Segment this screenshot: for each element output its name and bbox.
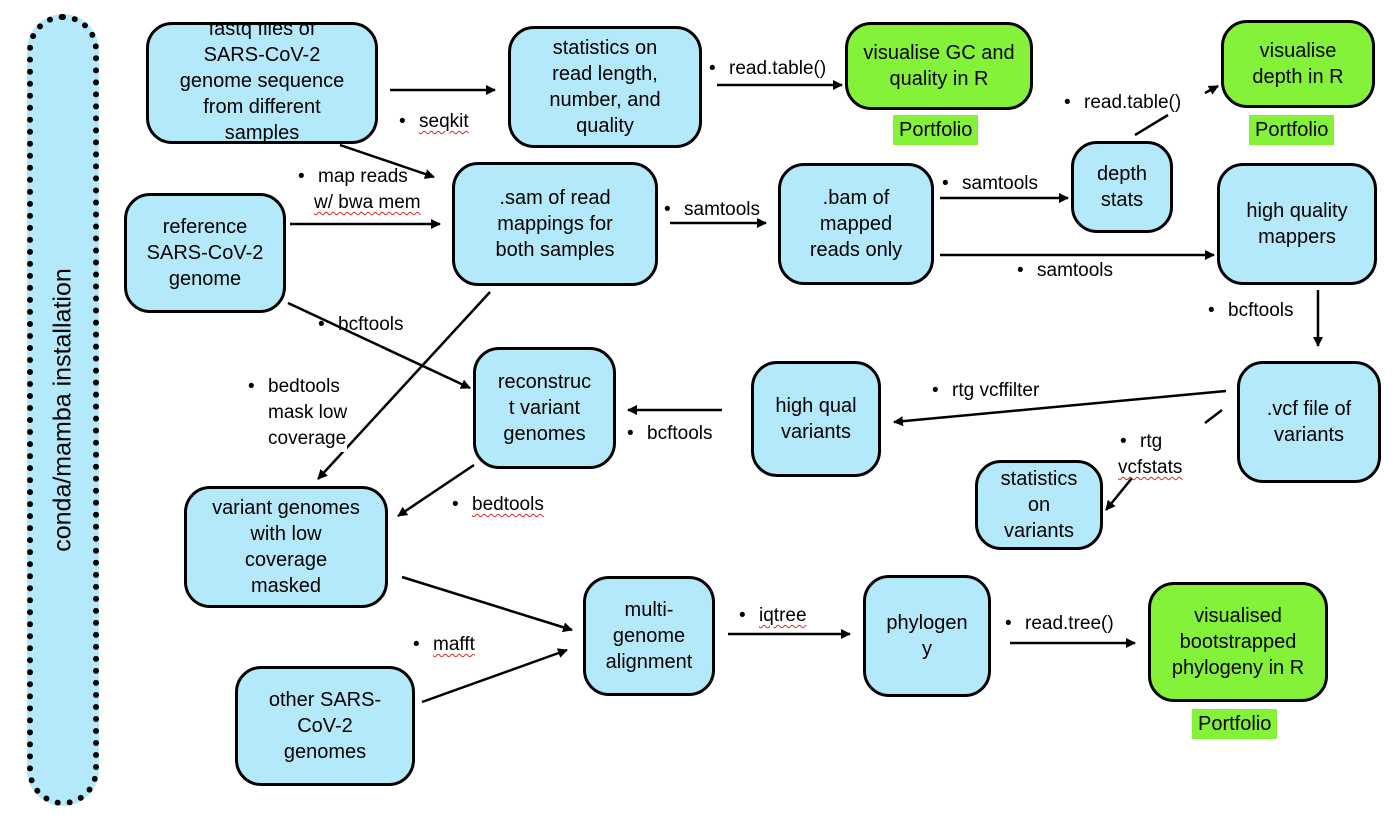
edge-label-samtools-hq: samtools bbox=[1017, 258, 1113, 284]
node-variant-genomes-text: variant genomes with low coverage masked bbox=[212, 497, 360, 597]
node-other-genomes: other SARS- CoV-2 genomes bbox=[235, 666, 415, 786]
node-sam-text: .sam of read mappings for both samples bbox=[495, 187, 615, 261]
portfolio-badge-depth: Portfolio bbox=[1249, 115, 1335, 145]
arrow-reconstruct-variantgenomes bbox=[397, 463, 475, 518]
edge-label-rtg-vcffilter-text: rtg vcffilter bbox=[952, 380, 1040, 401]
node-other-genomes-text: other SARS- CoV-2 genomes bbox=[268, 689, 382, 763]
node-variant-statistics: statistics on variants bbox=[975, 460, 1103, 550]
edge-label-readtable-gc: read.table() bbox=[709, 56, 826, 82]
edge-label-mafft: mafft bbox=[413, 632, 475, 658]
edge-label-rtg-vcffilter: rtg vcffilter bbox=[932, 378, 1040, 404]
node-sam-mappings: .sam of read mappings for both samples bbox=[452, 162, 658, 286]
edge-label-bwa-mem: w/ bwa mem bbox=[314, 190, 421, 216]
portfolio-badge-phylogeny: Portfolio bbox=[1192, 709, 1278, 739]
edge-label-samtools-sam-bam: samtools bbox=[664, 197, 760, 223]
node-reconstruct-text: reconstruc t variant genomes bbox=[497, 371, 592, 445]
node-reference-genome: reference SARS-CoV-2 genome bbox=[124, 193, 286, 313]
node-visualise-gc-text: visualise GC and quality in R bbox=[863, 42, 1015, 90]
node-fastq-text: fastq files of SARS-CoV-2 genome sequenc… bbox=[179, 22, 345, 144]
node-reference-text: reference SARS-CoV-2 genome bbox=[146, 216, 264, 290]
edge-label-iqtree-text: iqtree bbox=[759, 605, 807, 626]
node-read-statistics-text: statistics on read length, number, and q… bbox=[549, 37, 661, 137]
arrow-variantgenomes-alignment bbox=[401, 575, 573, 633]
node-vcf-file: .vcf file of variants bbox=[1237, 361, 1381, 483]
edge-label-seqkit: seqkit bbox=[399, 109, 469, 135]
arrow-vcf-hqvariants bbox=[893, 389, 1227, 427]
edge-label-bcftools-vcf: bcftools bbox=[1208, 298, 1294, 324]
arrow-depth-visdepth-b bbox=[1204, 84, 1219, 95]
node-depth-stats-text: depth stats bbox=[1096, 163, 1148, 211]
node-vcf-text: .vcf file of variants bbox=[1266, 398, 1352, 446]
portfolio-badge-gc: Portfolio bbox=[893, 115, 979, 145]
edge-label-mafft-text: mafft bbox=[433, 634, 475, 655]
node-visualise-depth: visualise depth in R bbox=[1221, 20, 1375, 108]
node-bam-text: .bam of mapped reads only bbox=[809, 187, 903, 261]
node-hq-mappers-text: high quality mappers bbox=[1246, 200, 1348, 248]
edge-label-seqkit-text: seqkit bbox=[419, 111, 469, 132]
arrow-depth-visdepth-a bbox=[1134, 113, 1169, 137]
arrow-vcf-statsvariants-a bbox=[1204, 409, 1223, 424]
edge-label-bcftools-ref: bcftools bbox=[318, 312, 404, 338]
node-visualise-depth-text: visualise depth in R bbox=[1252, 40, 1344, 88]
node-multi-genome-alignment: multi- genome alignment bbox=[583, 576, 715, 696]
node-visualised-phylogeny: visualised bootstrapped phylogeny in R bbox=[1148, 582, 1328, 702]
arrow-vcf-statsvariants-b bbox=[1105, 477, 1133, 511]
edge-label-vcfstats-text: vcfstats bbox=[1118, 457, 1183, 478]
arrow-fastq-sam bbox=[339, 143, 435, 179]
edge-label-rtg: rtg bbox=[1120, 429, 1162, 455]
edge-label-bcftools-reconstruct: bcftools bbox=[627, 421, 713, 447]
edge-label-iqtree: iqtree bbox=[739, 603, 807, 629]
node-bam-reads: .bam of mapped reads only bbox=[778, 163, 934, 285]
edge-label-map-reads: map reads bbox=[298, 164, 408, 190]
edge-label-vcfstats: vcfstats bbox=[1118, 455, 1182, 481]
node-high-qual-variants: high qual variants bbox=[751, 361, 881, 477]
conda-mamba-sidebar: conda/mamba installation bbox=[27, 14, 99, 806]
node-variant-statistics-text: statistics on variants bbox=[1000, 468, 1078, 542]
node-variant-genomes: variant genomes with low coverage masked bbox=[184, 486, 388, 608]
node-hq-variants-text: high qual variants bbox=[775, 395, 857, 443]
node-phylogeny: phylogen y bbox=[863, 575, 991, 697]
arrow-other-alignment bbox=[421, 648, 568, 704]
edge-label-bedtools-variant: bedtools bbox=[452, 492, 544, 518]
edge-label-bedtools-mask-text: bedtools mask low coverage bbox=[268, 376, 348, 449]
node-alignment-text: multi- genome alignment bbox=[605, 599, 693, 673]
edge-label-readtree: read.tree() bbox=[1005, 611, 1114, 637]
node-reconstruct-variants: reconstruc t variant genomes bbox=[473, 347, 616, 469]
node-fastq-files: fastq files of SARS-CoV-2 genome sequenc… bbox=[146, 22, 378, 144]
edge-label-bwa-mem-text: w/ bwa mem bbox=[314, 192, 421, 213]
edge-label-bedtools-mask: bedtools mask low coverage bbox=[248, 374, 348, 452]
edge-label-bedtools2-text: bedtools bbox=[472, 494, 544, 515]
node-phylogeny-text: phylogen y bbox=[886, 612, 968, 660]
node-depth-stats: depth stats bbox=[1071, 141, 1173, 233]
edge-label-samtools-depth: samtools bbox=[942, 171, 1038, 197]
node-high-quality-mappers: high quality mappers bbox=[1217, 163, 1377, 285]
node-visualised-phylogeny-text: visualised bootstrapped phylogeny in R bbox=[1171, 605, 1305, 679]
node-visualise-gc: visualise GC and quality in R bbox=[845, 22, 1033, 110]
edge-label-readtable-depth: read.table() bbox=[1064, 90, 1181, 116]
node-read-statistics: statistics on read length, number, and q… bbox=[508, 26, 702, 148]
